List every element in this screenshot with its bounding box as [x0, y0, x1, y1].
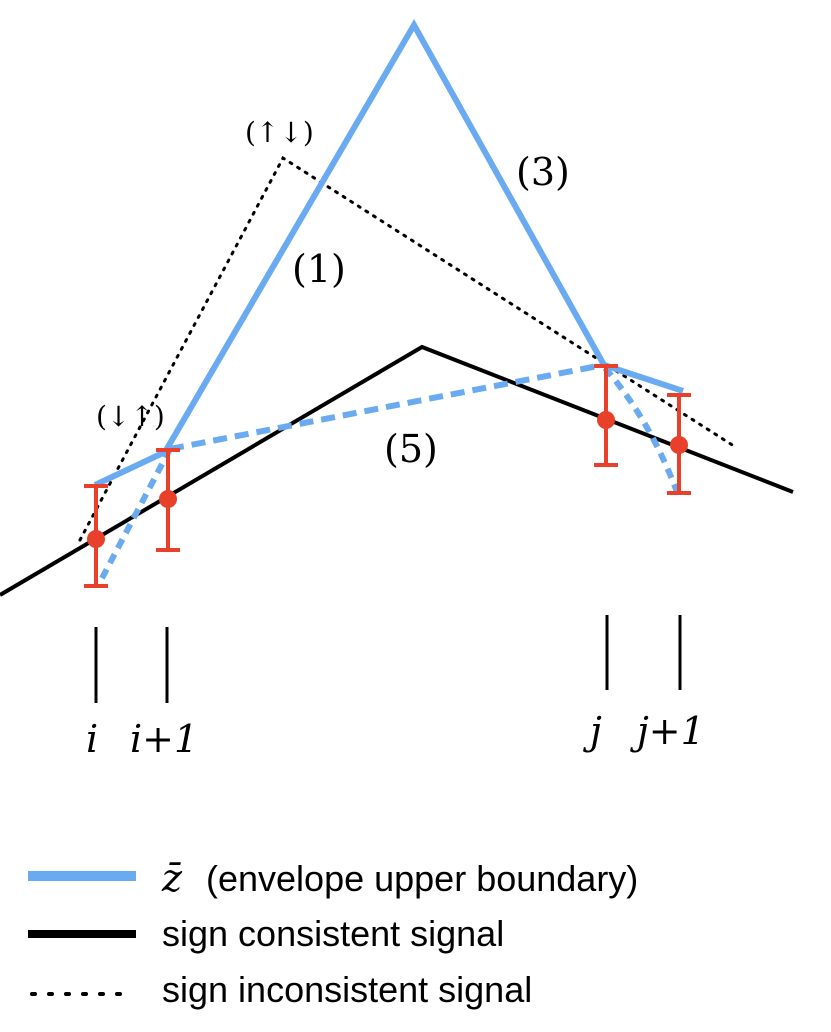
legend: z̄ (envelope upper boundary) sign consis…	[28, 856, 638, 1010]
signal-point-i-plus-1	[159, 490, 177, 508]
tick-label-i-plus-1: i+1	[130, 717, 198, 761]
label-down-up: (↓↑)	[96, 400, 165, 433]
tick-label-j: j	[583, 709, 602, 753]
legend-label-consistent: sign consistent signal	[162, 913, 504, 954]
label-segment-5: (5)	[384, 427, 438, 471]
legend-label-envelope: (envelope upper boundary)	[206, 858, 638, 899]
label-segment-1: (1)	[292, 247, 346, 291]
signal-point-j	[597, 411, 615, 429]
envelope-dotted-right-down	[602, 366, 680, 494]
legend-label-inconsistent: sign inconsistent signal	[162, 969, 532, 1010]
legend-zbar-symbol: z̄	[161, 856, 183, 900]
envelope-dotted-path-5	[169, 363, 599, 452]
signal-point-i	[87, 530, 105, 548]
label-up-down: (↑↓)	[245, 116, 314, 149]
envelope-dotted-left-down	[97, 447, 173, 584]
consistent-signal-line	[0, 344, 794, 597]
inconsistent-signal-line	[78, 155, 739, 542]
tick-label-j-plus-1: j+1	[630, 709, 705, 753]
label-segment-3: (3)	[516, 150, 570, 194]
signal-point-j-plus-1	[670, 436, 688, 454]
envelope-upper-boundary	[93, 18, 684, 488]
tick-label-i: i	[86, 717, 98, 761]
